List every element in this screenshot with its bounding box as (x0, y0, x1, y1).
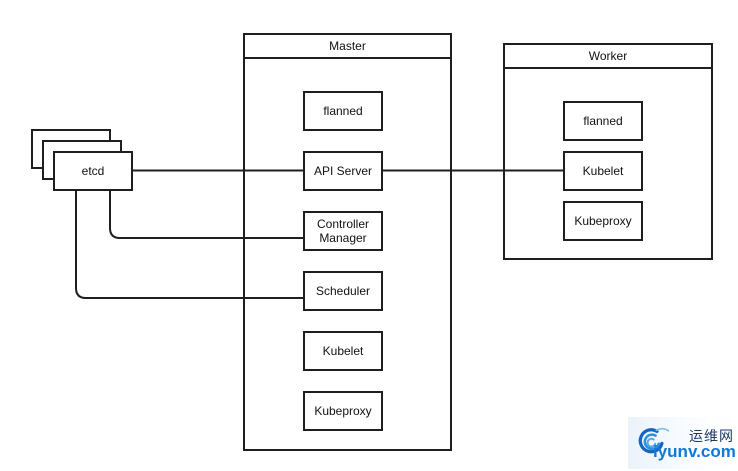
node-scheduler-label: Scheduler (315, 284, 371, 298)
node-master-flanned-label: flanned (323, 104, 363, 118)
node-api-server-label: API Server (313, 164, 373, 178)
node-master-kubeproxy: Kubeproxy (303, 391, 383, 431)
watermark-site-url: iyunv.com (653, 442, 736, 461)
node-etcd: etcd (53, 151, 133, 191)
group-worker-title: Worker (505, 45, 711, 69)
group-master-title-label: Master (329, 39, 366, 53)
node-master-kubeproxy-label: Kubeproxy (314, 404, 372, 418)
watermark-site-name: 运维网 (689, 428, 734, 444)
node-worker-kubeproxy: Kubeproxy (563, 201, 643, 241)
group-worker-title-label: Worker (588, 49, 628, 63)
node-api-server: API Server (303, 151, 383, 191)
node-worker-flanned: flanned (563, 101, 643, 141)
node-master-kubelet: Kubelet (303, 331, 383, 371)
node-controller-manager: Controller Manager (303, 211, 383, 251)
node-scheduler: Scheduler (303, 271, 383, 311)
node-worker-kubelet: Kubelet (563, 151, 643, 191)
iyunv-watermark: 运维网 iyunv.com (628, 417, 738, 469)
node-worker-flanned-label: flanned (583, 114, 623, 128)
iyunv-logo-swirl-icon (635, 423, 670, 461)
node-master-kubelet-label: Kubelet (322, 344, 364, 358)
group-master-title: Master (245, 35, 450, 59)
node-worker-kubelet-label: Kubelet (582, 164, 624, 178)
node-controller-manager-label: Controller Manager (316, 217, 370, 245)
node-master-flanned: flanned (303, 91, 383, 131)
node-etcd-label: etcd (81, 164, 105, 178)
node-worker-kubeproxy-label: Kubeproxy (574, 214, 632, 228)
